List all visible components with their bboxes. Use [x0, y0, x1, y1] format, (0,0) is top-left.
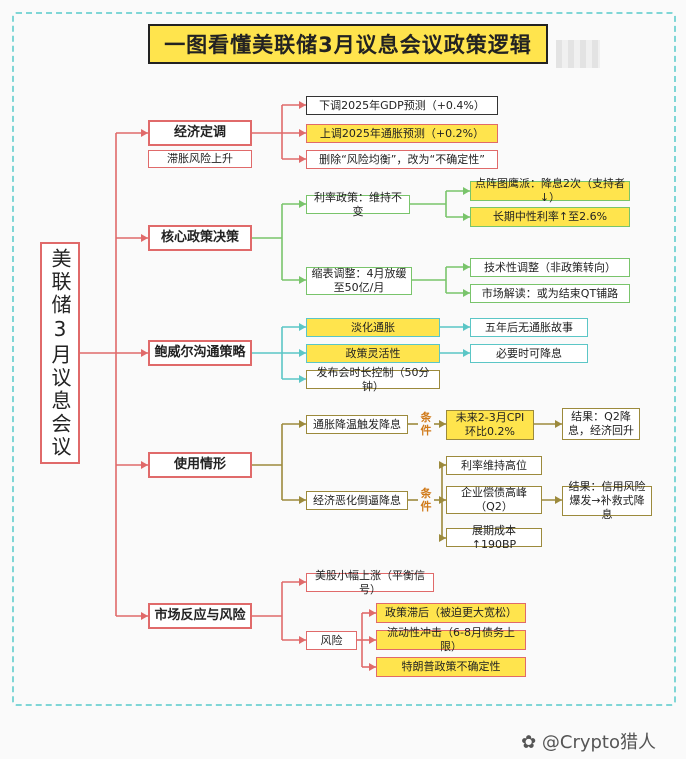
- page-title: 一图看懂美联储3月议息会议政策逻辑: [148, 24, 548, 64]
- economy-item-uncertainty: 删除“风险均衡”，改为“不确定性”: [306, 150, 498, 169]
- policy-qt-market: 市场解读：或为结束QT铺路: [470, 284, 630, 303]
- powell-result-inflation: 五年后无通胀故事: [470, 318, 588, 337]
- market-risk: 风险: [306, 631, 357, 650]
- node-usage: 使用情形: [148, 452, 252, 478]
- usage-result-worsening: 结果：信用风险爆发→补救式降息: [562, 480, 652, 521]
- blurred-logo: [556, 40, 600, 68]
- node-economy-sub: 滞胀风险上升: [148, 150, 252, 168]
- usage-condition-cpi: 未来2-3月CPI环比0.2%: [446, 410, 534, 440]
- economy-item-gdp: 下调2025年GDP预测（+0.4%）: [306, 96, 498, 115]
- node-powell: 鲍威尔沟通策略: [148, 340, 252, 366]
- node-policy: 核心政策决策: [148, 225, 252, 251]
- usage-condition-high-rate: 利率维持高位: [446, 456, 542, 475]
- market-risk-lag: 政策滞后（被迫更大宽松）: [376, 603, 526, 623]
- policy-rate-neutral: 长期中性利率↑至2.6%: [470, 207, 630, 227]
- economy-item-inflation: 上调2025年通胀预测（+0.2%）: [306, 124, 498, 143]
- usage-case-worsening: 经济恶化倒逼降息: [306, 491, 408, 510]
- powell-result-cut: 必要时可降息: [470, 344, 588, 363]
- powell-item-inflation: 淡化通胀: [306, 318, 440, 337]
- policy-qt: 缩表调整：4月放缓至50亿/月: [306, 267, 412, 295]
- node-market: 市场反应与风险: [148, 603, 252, 629]
- usage-condition-rollover: 展期成本↑190BP: [446, 524, 542, 551]
- usage-result-cooling: 结果：Q2降息，经济回升: [562, 408, 640, 440]
- usage-case-cooling: 通胀降温触发降息: [306, 415, 408, 434]
- policy-qt-technical: 技术性调整（非政策转向）: [470, 258, 630, 277]
- usage-condition-debt-peak: 企业偿债高峰（Q2）: [446, 486, 542, 514]
- diagram-frame: [12, 12, 676, 706]
- powell-item-flexibility: 政策灵活性: [306, 344, 440, 363]
- node-economy: 经济定调: [148, 120, 252, 146]
- powell-item-duration: 发布会时长控制（50分钟）: [306, 366, 440, 393]
- market-risk-liquidity: 流动性冲击（6-8月债务上限）: [376, 626, 526, 653]
- usage-condition-label-1: 条件: [420, 411, 432, 437]
- policy-rate-dotplot: 点阵图鹰派：降息2次（支持者↓）: [470, 177, 630, 204]
- usage-condition-label-2: 条件: [420, 487, 432, 513]
- policy-rate: 利率政策：维持不变: [306, 191, 410, 218]
- market-stock: 美股小幅上涨（平衡信号）: [306, 569, 434, 596]
- watermark-text: ✿ @Crypto猎人: [521, 732, 656, 753]
- market-risk-trump: 特朗普政策不确定性: [376, 657, 526, 677]
- root-node: 美联储3月议息会议: [40, 242, 80, 464]
